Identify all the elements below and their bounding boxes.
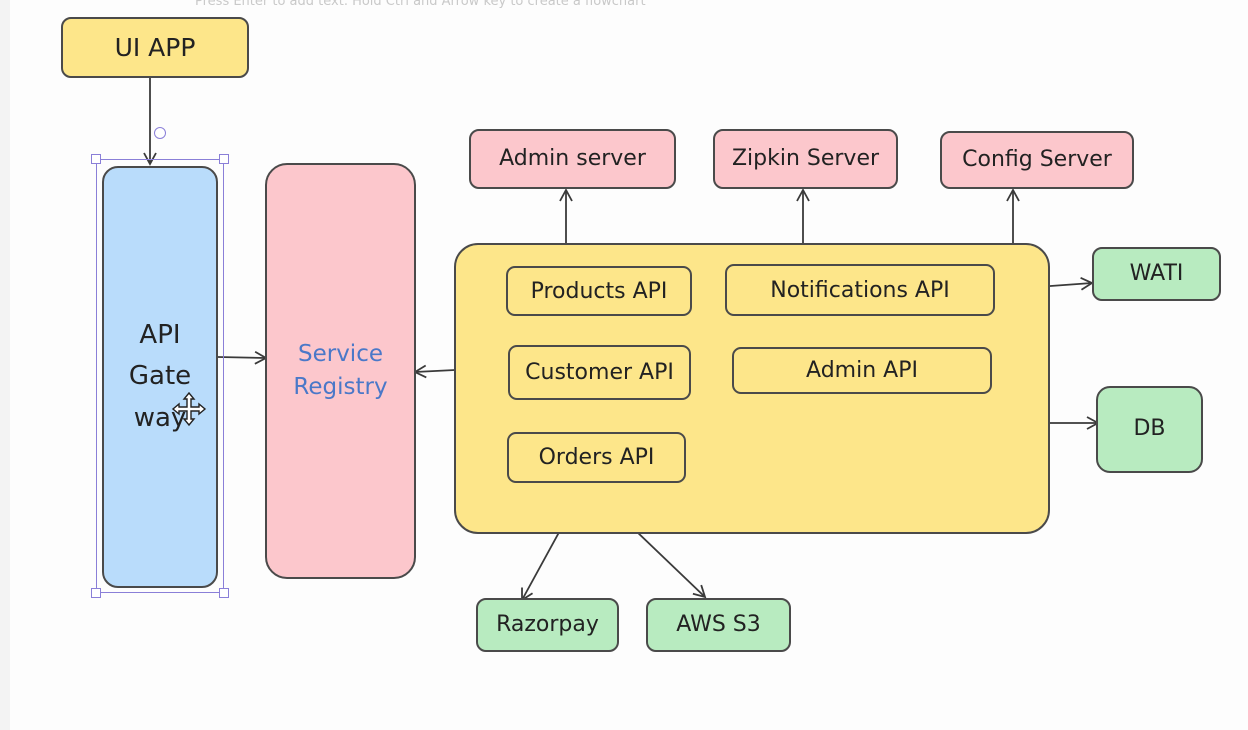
razorpay-label: Razorpay bbox=[496, 611, 599, 637]
admin-api-label: Admin API bbox=[806, 358, 918, 383]
aws-s3-label: AWS S3 bbox=[676, 611, 761, 637]
api-gateway-node[interactable]: API Gate way bbox=[102, 166, 218, 588]
db-label: DB bbox=[1133, 416, 1166, 442]
zipkin-server-node[interactable]: Zipkin Server bbox=[713, 129, 898, 189]
db-node[interactable]: DB bbox=[1096, 386, 1203, 473]
razorpay-node[interactable]: Razorpay bbox=[476, 598, 619, 652]
ui-app-node[interactable]: UI APP bbox=[61, 17, 249, 78]
selection-box bbox=[96, 159, 224, 593]
notifications-api-node[interactable]: Notifications API bbox=[725, 264, 995, 316]
orders-api-label: Orders API bbox=[538, 445, 655, 470]
zipkin-server-label: Zipkin Server bbox=[731, 145, 880, 171]
wati-label: WATI bbox=[1129, 260, 1184, 286]
admin-server-node[interactable]: Admin server bbox=[469, 129, 676, 189]
ui-app-label: UI APP bbox=[114, 32, 196, 62]
orders-api-node[interactable]: Orders API bbox=[507, 432, 686, 483]
arrow-services-to-registry bbox=[413, 364, 456, 379]
products-api-label: Products API bbox=[530, 278, 668, 304]
canvas-hint: Press Enter to add text. Hold Ctrl and A… bbox=[195, 0, 646, 9]
config-server-label: Config Server bbox=[962, 146, 1112, 172]
resize-handle-bottom-left[interactable] bbox=[91, 588, 101, 598]
resize-handle-top-right[interactable] bbox=[219, 154, 229, 164]
customer-api-label: Customer API bbox=[525, 360, 674, 385]
resize-handle-top-left[interactable] bbox=[91, 154, 101, 164]
service-registry-node[interactable]: Service Registry bbox=[265, 163, 416, 579]
notifications-api-label: Notifications API bbox=[770, 277, 950, 303]
admin-api-node[interactable]: Admin API bbox=[732, 347, 992, 394]
rotate-handle[interactable] bbox=[154, 127, 166, 139]
admin-server-label: Admin server bbox=[499, 145, 646, 171]
aws-s3-node[interactable]: AWS S3 bbox=[646, 598, 791, 652]
products-api-node[interactable]: Products API bbox=[506, 266, 692, 316]
move-cursor-icon bbox=[171, 391, 207, 427]
config-server-node[interactable]: Config Server bbox=[940, 131, 1134, 189]
service-registry-label: Service Registry bbox=[293, 340, 388, 400]
customer-api-node[interactable]: Customer API bbox=[508, 345, 691, 400]
left-edge bbox=[0, 0, 10, 730]
arrow-gateway-to-registry bbox=[217, 350, 268, 365]
wati-node[interactable]: WATI bbox=[1092, 247, 1221, 301]
resize-handle-bottom-right[interactable] bbox=[219, 588, 229, 598]
